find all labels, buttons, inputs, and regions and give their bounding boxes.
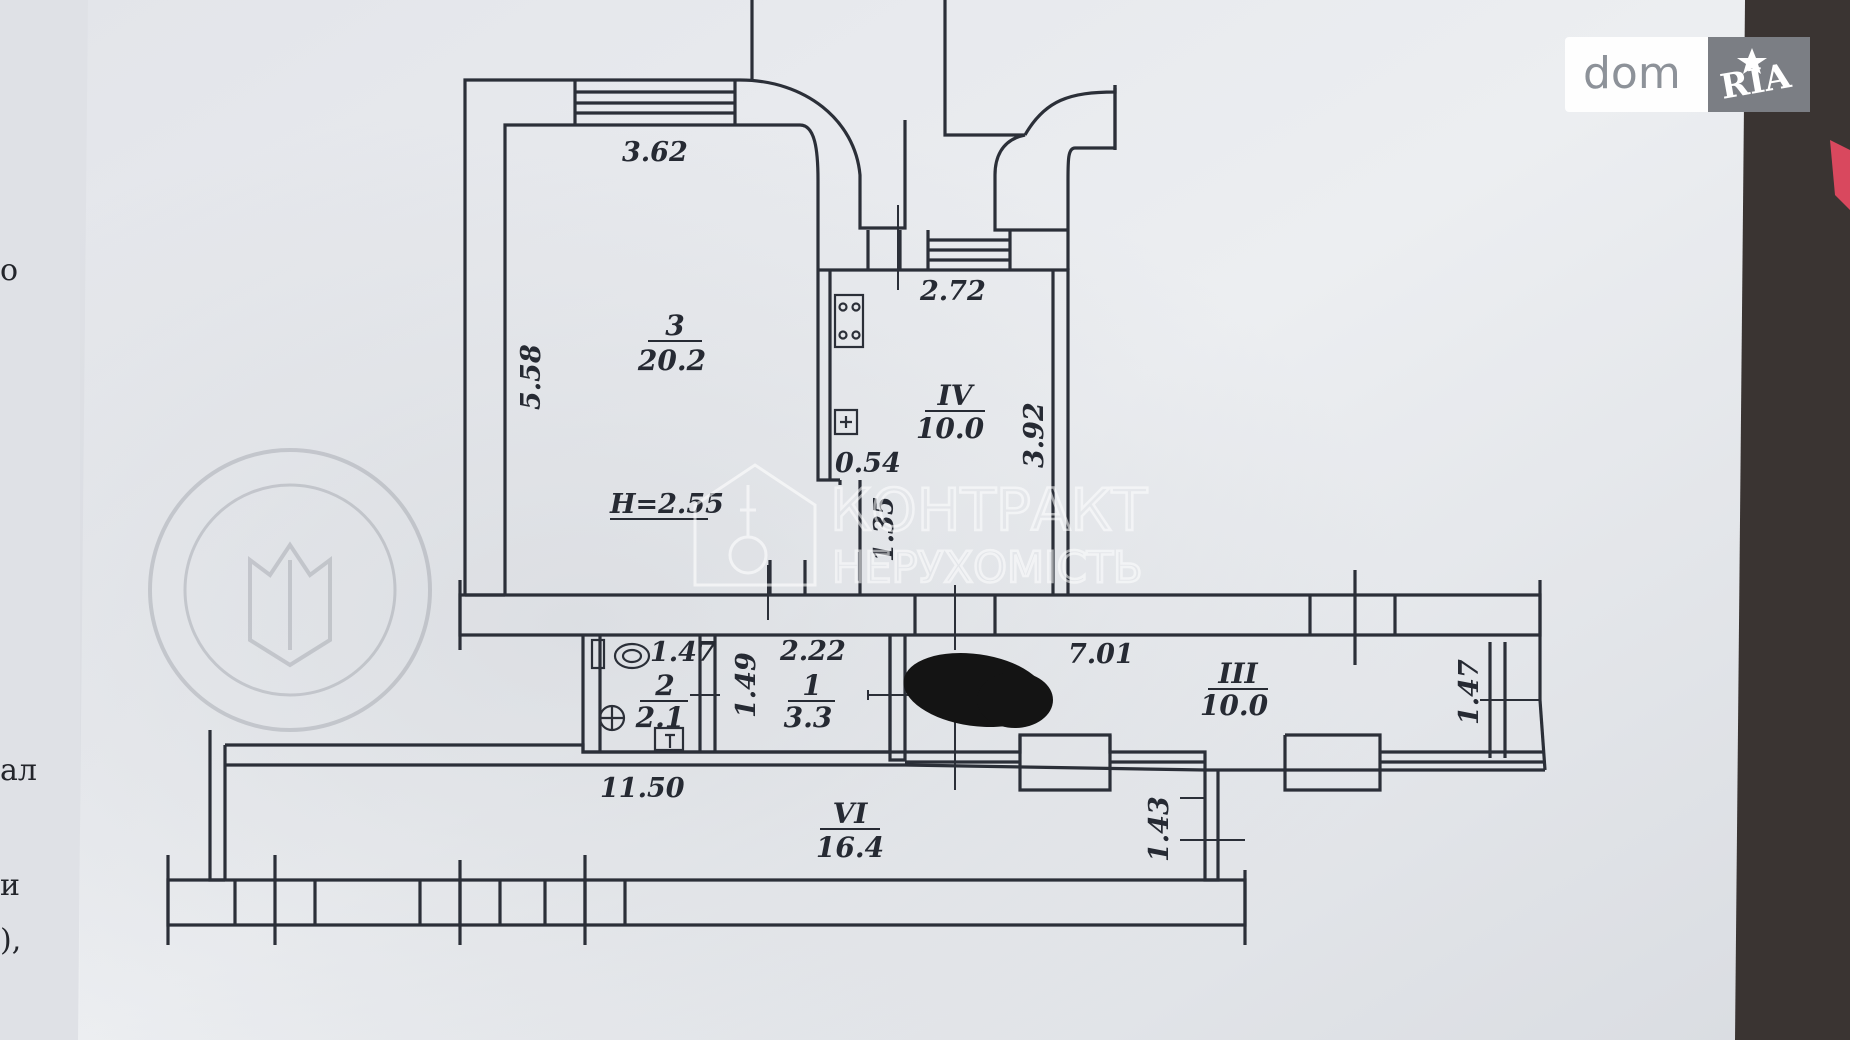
- dim-1-47-top: 1.47: [650, 637, 716, 668]
- room-1-number: 1: [802, 669, 821, 702]
- dim-0-54: 0.54: [835, 448, 901, 479]
- red-object: [1830, 140, 1850, 210]
- sink-icon: [833, 408, 859, 436]
- stove-icon: [833, 293, 865, 349]
- ink-smudge-2: [977, 672, 1053, 728]
- bathtub-icon: [653, 726, 685, 752]
- underlying-paper: [0, 0, 90, 1040]
- stamp-seal-icon: [148, 448, 432, 732]
- toilet-icon: [590, 638, 651, 670]
- dim-3-62: 3.62: [622, 137, 688, 168]
- side-text-0: о: [0, 253, 18, 288]
- watermark-line1: КОНТРАКТ: [830, 476, 1148, 544]
- room-vi-area: 16.4: [816, 831, 884, 864]
- walls: [166, 0, 1547, 945]
- dim-5-58: 5.58: [516, 344, 547, 410]
- room-iv-area: 10.0: [916, 412, 985, 445]
- dom-ria-logo-icon: dom RIA: [1565, 37, 1810, 112]
- dim-1-43: 1.43: [1144, 796, 1175, 862]
- dim-1-47-right: 1.47: [1454, 659, 1485, 725]
- room-iv-number: IV: [937, 379, 976, 412]
- badge-dom-text: dom: [1583, 48, 1681, 99]
- dim-3-92: 3.92: [1019, 402, 1050, 468]
- room-3-area: 20.2: [637, 344, 706, 377]
- room-2-number: 2: [654, 669, 674, 702]
- dim-2-22: 2.22: [779, 636, 846, 667]
- side-text-3: ),: [0, 923, 21, 958]
- dimension-labels: 3.62 5.58 2.72 3.92 0.54 1.35 1.47 2.22 …: [516, 137, 1485, 862]
- room-iii-area: 10.0: [1200, 689, 1269, 722]
- dim-2-72: 2.72: [919, 276, 986, 307]
- room-iii-number: III: [1217, 657, 1258, 690]
- room-1-area: 3.3: [784, 701, 833, 734]
- ceiling-height-label: Н=2.55: [609, 489, 724, 520]
- side-text-1: ал: [0, 753, 37, 788]
- room-3-number: 3: [665, 309, 684, 342]
- room-2-area: 2.1: [635, 701, 685, 734]
- dim-1-35: 1.35: [869, 496, 900, 562]
- room-labels: 3 20.2 IV 10.0 2 2.1 1 3.3 III 10.0 VI 1…: [635, 309, 1269, 864]
- shower-icon: [598, 704, 626, 732]
- paper-shadow: [80, 0, 1740, 1040]
- dimension-ticks: [690, 205, 1540, 841]
- dim-7-01: 7.01: [1068, 639, 1134, 670]
- room-vi-number: VI: [833, 797, 869, 830]
- side-text-2: и: [0, 868, 20, 903]
- dim-1-49: 1.49: [731, 652, 762, 718]
- watermark-line2: НЕРУХОМІСТЬ: [832, 543, 1143, 593]
- dim-11-50: 11.50: [600, 773, 685, 804]
- kontrakt-logo-icon: [693, 463, 817, 587]
